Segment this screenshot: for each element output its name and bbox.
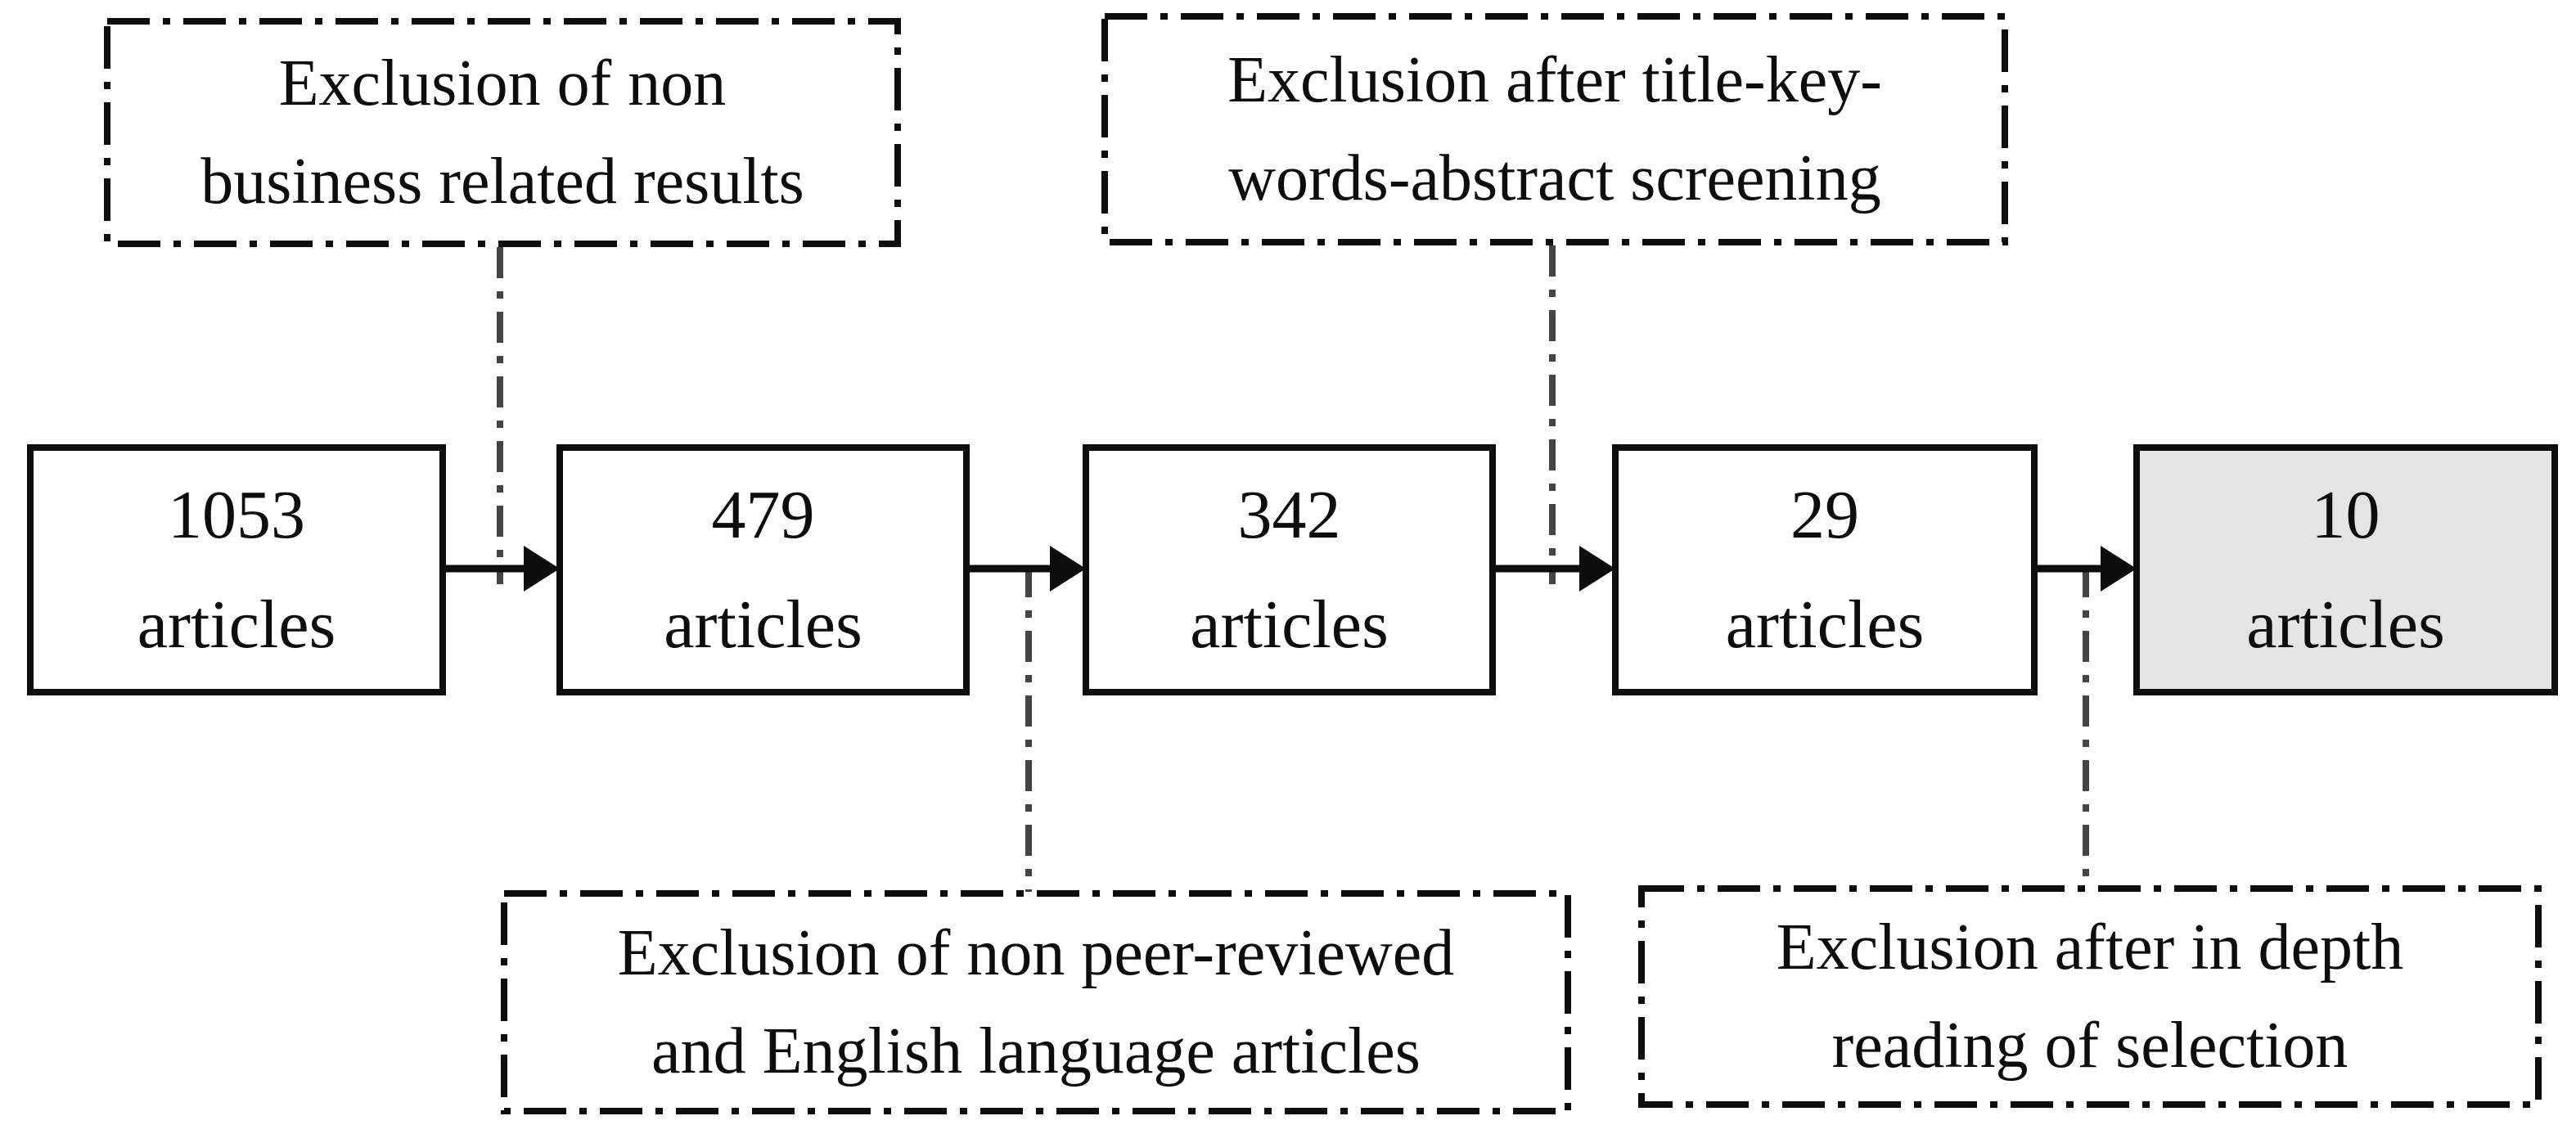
stage-box-479-articles: 479 articles — [556, 444, 970, 695]
exclusion-note-border-top-left — [104, 18, 901, 247]
stage-box-29-articles: 29 articles — [1612, 444, 2038, 695]
flow-arrow-3 — [1495, 546, 1615, 592]
stage-unit: articles — [2246, 586, 2445, 663]
exclusion-note-border-bottom-right — [1638, 885, 2542, 1108]
flow-arrow-1 — [444, 546, 560, 592]
stage-unit: articles — [1725, 586, 1925, 663]
stage-count: 29 — [1790, 476, 1859, 553]
exclusion-note-line: business related results — [200, 146, 804, 218]
exclusion-note-line: reading of selection — [1831, 1010, 2349, 1082]
exclusion-note-top-left: Exclusion of non business related result… — [107, 21, 898, 244]
exclusion-note-bottom-left: Exclusion of non peer-reviewed and Engli… — [504, 893, 1568, 1111]
exclusion-note-line: Exclusion of non peer-reviewed — [617, 917, 1455, 989]
stage-count: 342 — [1237, 476, 1341, 553]
exclusion-note-top-right: Exclusion after title-key- words-abstrac… — [1105, 16, 2005, 242]
stage-box-1053-articles: 1053 articles — [27, 444, 446, 695]
exclusion-note-bottom-right: Exclusion after in depth reading of sele… — [1642, 889, 2538, 1105]
flow-arrow-2 — [967, 546, 1086, 592]
flow-arrow-4 — [2035, 546, 2137, 592]
stage-count: 479 — [711, 476, 815, 553]
stage-count: 1053 — [168, 476, 305, 553]
exclusion-note-line: Exclusion after in depth — [1776, 911, 2404, 983]
stage-count: 10 — [2311, 476, 2380, 553]
exclusion-note-line: and English language articles — [651, 1015, 1421, 1087]
exclusion-note-border-top-right — [1101, 13, 2008, 245]
stage-box-10-articles-final: 10 articles — [2133, 444, 2558, 695]
stage-box-342-articles: 342 articles — [1083, 444, 1496, 695]
stage-unit: articles — [664, 586, 862, 663]
exclusion-note-line: words-abstract screening — [1228, 142, 1881, 214]
stage-unit: articles — [1190, 586, 1389, 663]
exclusion-note-border-bottom-left — [501, 890, 1571, 1114]
exclusion-note-line: Exclusion of non — [278, 47, 727, 119]
stage-unit: articles — [137, 586, 336, 663]
exclusion-note-line: Exclusion after title-key- — [1227, 44, 1882, 116]
